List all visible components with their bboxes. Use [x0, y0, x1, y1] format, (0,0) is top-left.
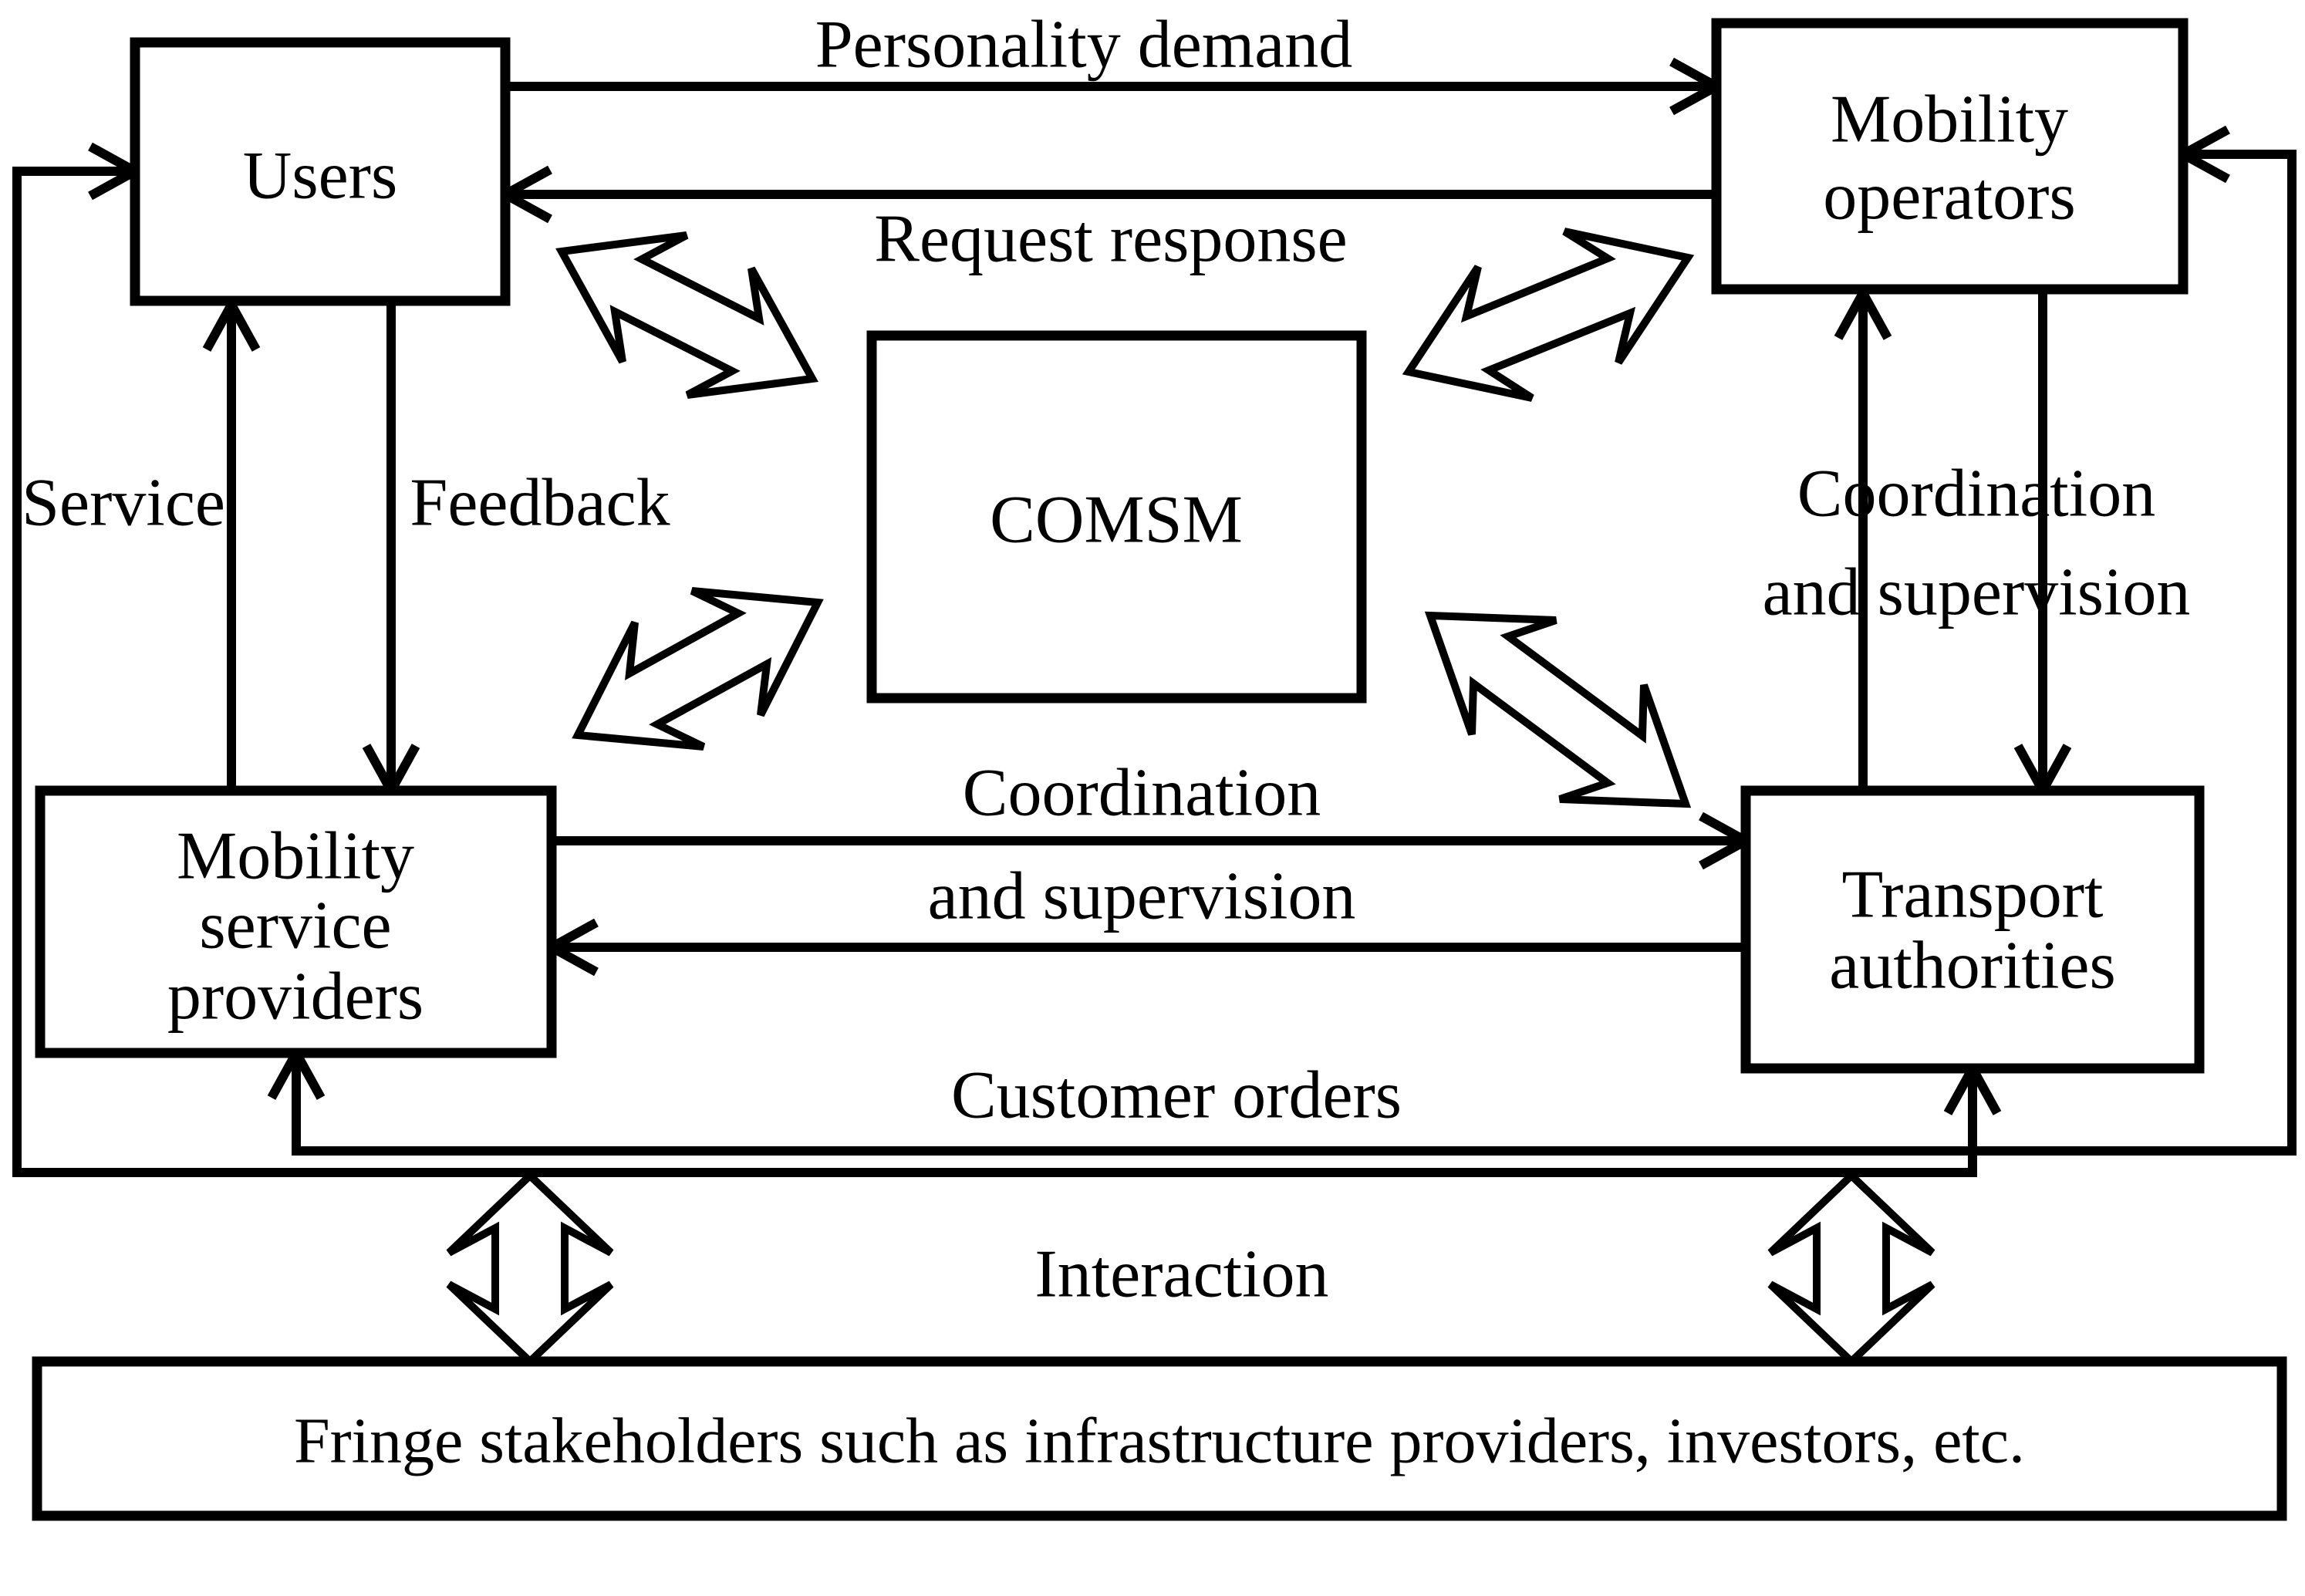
fringe-label: Fringe stakeholders such as infrastructu…	[294, 1405, 2025, 1477]
ta-box	[1740, 785, 2205, 1074]
msp-label-line1: Mobility	[177, 819, 414, 894]
double-arrow-interaction-left	[446, 1170, 614, 1367]
double-arrow-comsm-operators	[1402, 228, 1695, 402]
users-label: Users	[243, 139, 397, 214]
comsm-label: COMSM	[990, 483, 1243, 558]
label-service: Service	[22, 466, 225, 541]
label-coordination-horizontal-line2: and supervision	[928, 859, 1356, 934]
users-box	[130, 37, 511, 306]
comsm-box	[866, 330, 1367, 704]
msp-box	[35, 785, 557, 1058]
node-comsm: COMSM	[866, 330, 1367, 704]
ta-label-line1: Transport	[1841, 858, 2103, 933]
msp-label-line2: service	[199, 889, 391, 963]
fringe-box	[32, 1356, 2287, 1521]
label-coordination-vertical-line1: Coordination	[1797, 457, 2155, 531]
label-coordination-vertical-line2: and supervision	[1763, 555, 2191, 630]
node-fringe-stakeholders: Fringe stakeholders such as infrastructu…	[32, 1356, 2287, 1521]
edge-bottom-bus-users-ta	[12, 167, 1977, 1177]
label-interaction: Interaction	[1034, 1237, 1328, 1312]
double-arrow-comsm-ta	[1424, 611, 1692, 808]
node-transport-authorities: Transport authorities	[1740, 785, 2205, 1074]
node-mobility-service-providers: Mobility service providers	[35, 785, 557, 1058]
mobility-operators-box	[1711, 18, 2189, 295]
double-arrow-comsm-users	[555, 231, 818, 399]
label-personality-demand: Personality demand	[815, 8, 1353, 83]
double-arrow-comsm-msp	[572, 587, 824, 751]
double-arrow-interaction-right	[1767, 1170, 1935, 1367]
label-request-response: Request response	[874, 202, 1347, 277]
mobility-operators-label-line1: Mobility	[1831, 83, 2068, 157]
label-coordination-horizontal-line1: Coordination	[963, 756, 1321, 831]
msp-label-line3: providers	[167, 960, 424, 1034]
label-feedback: Feedback	[410, 466, 670, 541]
edge-customer-orders-bus	[292, 150, 2297, 1156]
label-customer-orders: Customer orders	[951, 1058, 1402, 1133]
node-users: Users	[130, 37, 511, 306]
mobility-operators-label-line2: operators	[1823, 160, 2075, 235]
ta-label-line2: authorities	[1829, 929, 2115, 1004]
node-mobility-operators: Mobility operators	[1711, 18, 2189, 295]
